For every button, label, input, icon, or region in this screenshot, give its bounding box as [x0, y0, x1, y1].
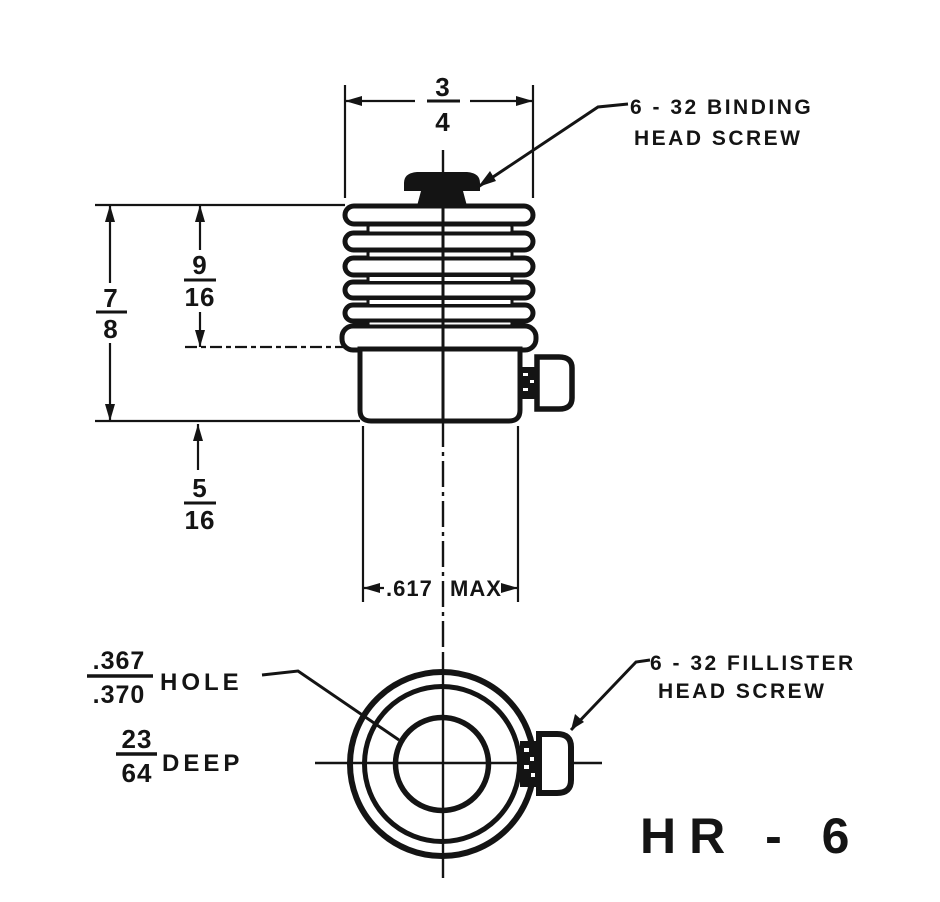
knurl-highlight: [530, 757, 534, 761]
fin-bottom: [339, 323, 539, 353]
fin-back: [366, 297, 514, 307]
side-view: [339, 172, 575, 424]
depth-label: DEEP: [162, 750, 243, 777]
leader-fillister-screw: [569, 658, 651, 732]
arrowhead: [105, 205, 115, 222]
binding-screw-neck: [417, 191, 467, 206]
arrowhead: [501, 583, 518, 593]
fin: [342, 279, 536, 301]
dim-stud-denominator: 16: [185, 505, 216, 535]
leader-lines: [261, 102, 651, 742]
arrowhead: [571, 714, 584, 730]
part-number: HR - 6: [640, 808, 862, 864]
fin: [342, 302, 536, 324]
bottom-screw-head: [536, 731, 574, 796]
arrowhead: [516, 96, 533, 106]
dim-height-numerator: 7: [103, 283, 118, 313]
knurl-highlight: [530, 380, 534, 383]
leader-binding-screw: [477, 102, 629, 189]
leader-hole: [261, 669, 400, 742]
dim-width-denominator: 4: [435, 107, 450, 137]
arrowhead: [195, 205, 205, 222]
binding-screw-label-line1: 6 - 32 BINDING: [630, 96, 813, 119]
knurl-highlight: [524, 748, 529, 752]
dim-width-numerator: 3: [435, 72, 450, 102]
fillister-screw-label-line1: 6 - 32 FILLISTER: [650, 652, 856, 675]
dim-fins-numerator: 9: [192, 250, 207, 280]
dim-stud-numerator: 5: [192, 473, 207, 503]
arrowhead: [478, 171, 496, 187]
fin: [342, 203, 536, 227]
fin-back: [366, 274, 514, 284]
side-screw-head: [534, 354, 575, 412]
knurl-highlight: [523, 388, 528, 391]
arrowhead: [345, 96, 362, 106]
binding-screw-head: [404, 172, 480, 191]
dimension-lines: [95, 85, 535, 602]
knurl-highlight: [531, 773, 535, 777]
fin: [342, 230, 536, 253]
dim-body-diameter-value: .617: [386, 576, 433, 601]
hole-dim-denominator: .370: [93, 681, 146, 709]
dim-fins-denominator: 16: [185, 282, 216, 312]
fin-back: [366, 319, 514, 328]
hole-dim-numerator: .367: [93, 647, 146, 675]
arrowhead: [363, 583, 380, 593]
fin-back: [366, 223, 514, 235]
fillister-screw-label-line2: HEAD SCREW: [658, 680, 827, 703]
arrowhead: [105, 404, 115, 421]
dim-body-diameter-qualifier: MAX: [450, 576, 502, 601]
fin-back: [366, 249, 514, 260]
hole-label: HOLE: [160, 669, 243, 696]
annotations: 3 4 7 8 9 16 5 16 .617 MAX 6 - 32 BINDIN…: [87, 72, 862, 864]
knurl-highlight: [523, 373, 528, 376]
depth-dim-denominator: 64: [122, 758, 153, 788]
arrowhead: [193, 424, 203, 441]
bottom-view: [315, 669, 602, 859]
dim-height-denominator: 8: [103, 314, 118, 344]
depth-dim-numerator: 23: [122, 724, 153, 754]
body: [357, 346, 523, 424]
knurl-highlight: [524, 765, 529, 769]
arrowhead: [195, 330, 205, 347]
fin: [342, 255, 536, 278]
binding-screw-label-line2: HEAD SCREW: [634, 127, 803, 150]
